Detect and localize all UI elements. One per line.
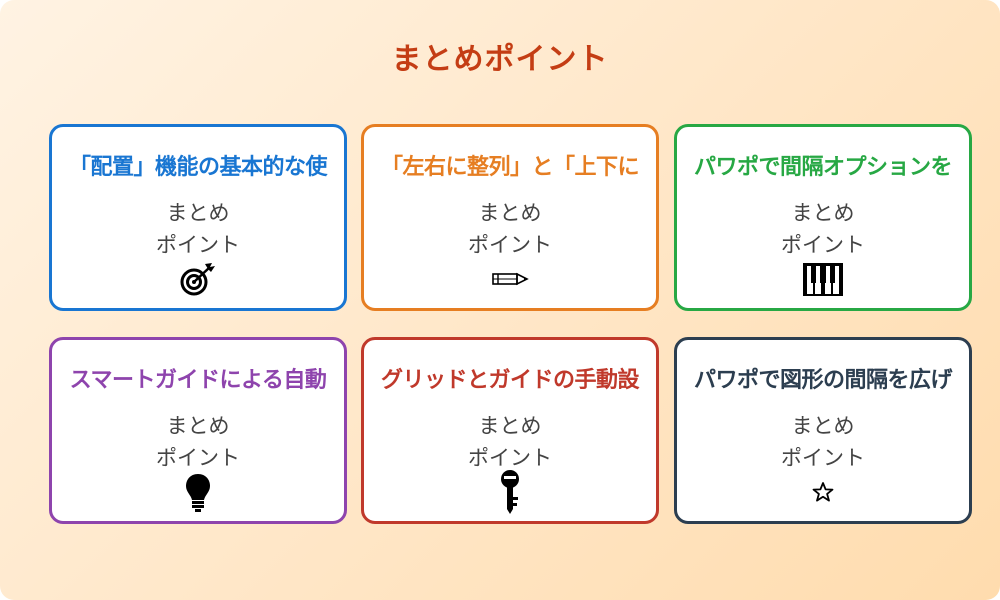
card-title: パワポで図形の間隔を広げ (693, 368, 953, 393)
summary-card-6: パワポで図形の間隔を広げ まとめ ポイント (674, 337, 972, 524)
card-line-2: ポイント (156, 446, 240, 470)
card-title: スマートガイドによる自動 (69, 368, 327, 393)
star-icon (812, 482, 834, 502)
card-body: まとめ ポイント (364, 410, 656, 474)
summary-card-1: 「配置」機能の基本的な使 まとめ ポイント (49, 124, 347, 311)
summary-card-4: スマートガイドによる自動 まとめ ポイント (49, 337, 347, 524)
card-title: 「左右に整列」と「上下に (380, 155, 640, 180)
card-body: まとめ ポイント (52, 197, 344, 261)
card-body: まとめ ポイント (677, 410, 969, 474)
card-body: まとめ ポイント (364, 197, 656, 261)
card-title: 「配置」機能の基本的な使 (68, 155, 328, 180)
card-line-1: まとめ (791, 414, 855, 438)
card-body: まとめ ポイント (677, 197, 969, 261)
card-line-2: ポイント (468, 446, 552, 470)
summary-card-2: 「左右に整列」と「上下に まとめ ポイント (361, 124, 659, 311)
target-icon (180, 263, 215, 296)
card-line-1: まとめ (166, 414, 230, 438)
key-icon (501, 470, 519, 514)
card-title: グリッドとガイドの手動設 (380, 368, 640, 393)
page-title: まとめポイント (391, 42, 609, 77)
summary-card-3: パワポで間隔オプションを まとめ ポイント (674, 124, 972, 311)
card-body: まとめ ポイント (52, 410, 344, 474)
card-line-1: まとめ (478, 414, 542, 438)
card-line-2: ポイント (781, 233, 865, 257)
card-line-2: ポイント (781, 446, 865, 470)
lightbulb-icon (186, 474, 210, 512)
card-title: パワポで間隔オプションを (693, 155, 953, 180)
card-line-2: ポイント (156, 233, 240, 257)
card-line-2: ポイント (468, 233, 552, 257)
pencil-icon (492, 272, 529, 286)
card-line-1: まとめ (478, 201, 542, 225)
summary-card-5: グリッドとガイドの手動設 まとめ ポイント (361, 337, 659, 524)
piano-icon (803, 263, 843, 296)
card-line-1: まとめ (166, 201, 230, 225)
card-line-1: まとめ (791, 201, 855, 225)
